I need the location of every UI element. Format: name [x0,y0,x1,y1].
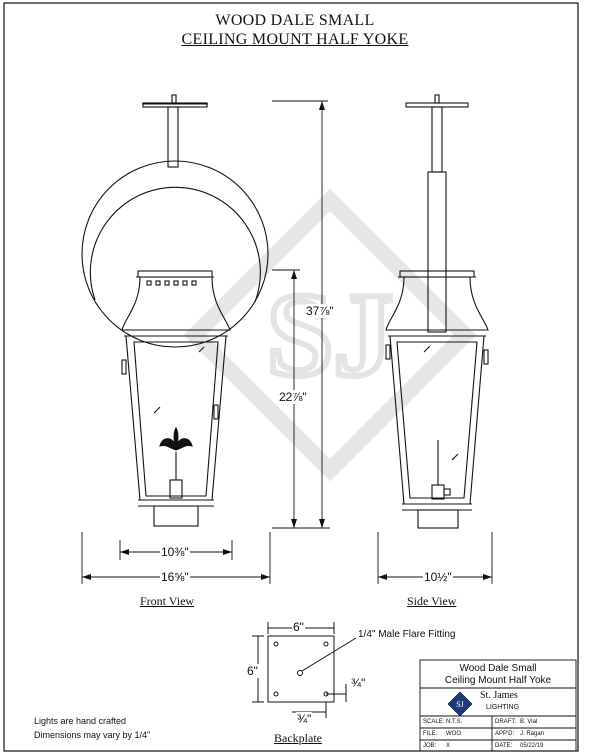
note-dimensions-vary: Dimensions may vary by 1/4" [34,730,151,740]
dim-backplate-height: 6" [246,664,259,678]
dim-front-inner-width: 10⅜" [160,545,190,559]
drawing-title-line1: WOOD DALE SMALL [215,12,375,29]
title-block-frame [419,659,577,752]
drawing-title-line2: CEILING MOUNT HALF YOKE [181,31,409,48]
svg-text:SJ: SJ [267,268,394,401]
scale-value: N.T.S. [446,719,463,725]
title-block-name-line1: Wood Dale Small [459,663,537,674]
backplate-drawing [252,622,357,718]
dim-side-width: 10½" [423,570,453,584]
job-value: X [446,743,451,749]
draft-value: B. Vial [520,719,538,725]
company-logo: SJ [447,691,473,717]
dim-backplate-offset-right: ¾" [350,676,367,690]
front-view-label: Front View [140,594,195,608]
file-label: FILE: [423,731,438,737]
dim-backplate-width: 6" [292,620,305,634]
dim-front-outer-width: 16⅝" [160,570,190,584]
file-value: WOO [446,731,461,737]
date-value: 05/22/19 [520,743,544,749]
side-view-drawing [385,94,489,529]
watermark: SJ [183,188,477,482]
appd-value: J. Ragan [520,731,545,737]
appd-label: APP'D: [495,731,515,737]
dim-overall-height: 37⅞" [305,304,335,318]
company-name: St. James [480,690,518,701]
company-subtitle: LIGHTING [486,704,520,711]
front-view-drawing [81,94,269,527]
dimension-arrows [82,101,492,580]
date-label: DATE: [495,743,513,749]
note-hand-crafted: Lights are hand crafted [34,716,127,726]
job-label: JOB: [423,743,437,749]
backplate-label: Backplate [274,731,322,745]
dim-body-height: 22⅞" [278,390,308,404]
sheet-border [3,2,579,752]
dim-backplate-offset-bottom: ¾" [296,712,313,726]
draft-label: DRAFT: [495,719,516,725]
fitting-label: 1/4" Male Flare Fitting [358,629,456,640]
side-view-label: Side View [407,594,457,608]
svg-text:SJ: SJ [456,700,464,709]
title-block-name-line2: Ceiling Mount Half Yoke [444,675,552,686]
scale-label: SCALE: [423,719,445,725]
